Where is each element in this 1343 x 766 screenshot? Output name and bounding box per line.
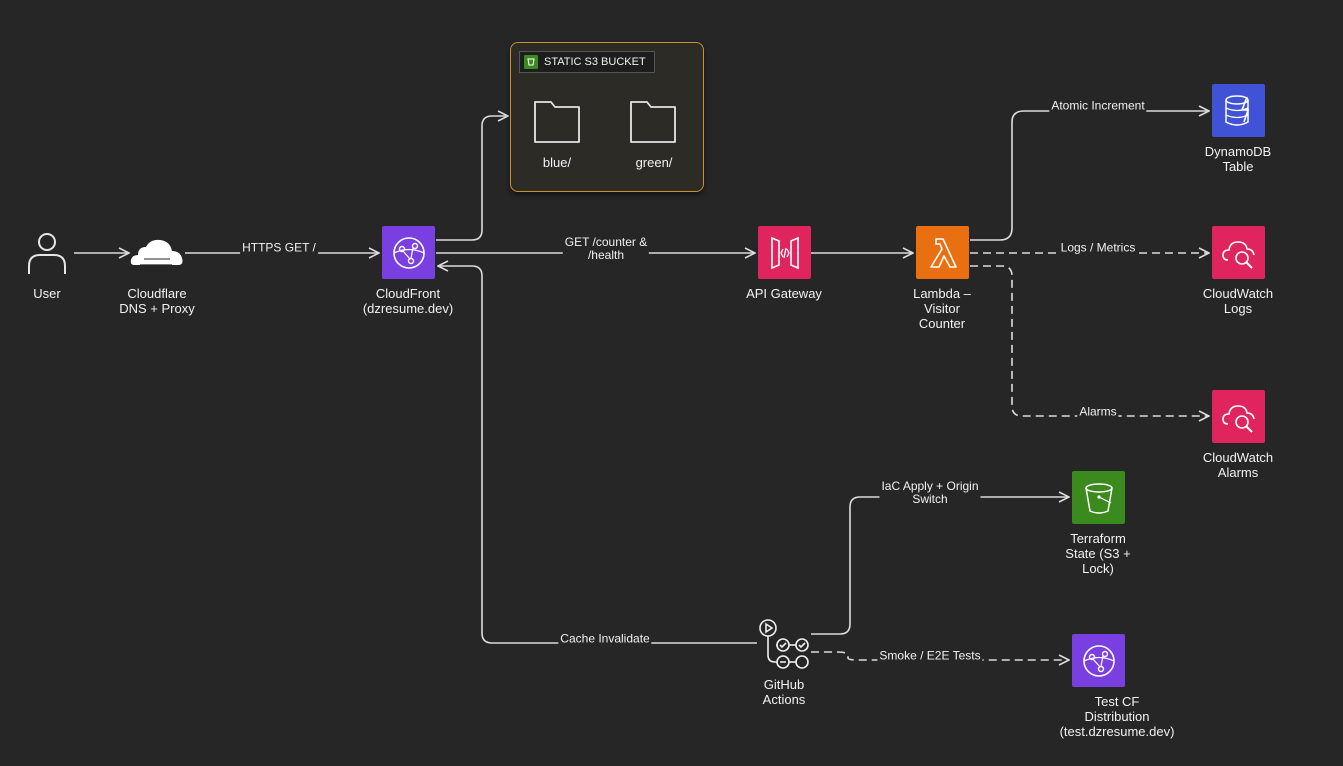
s3-bucket-icon xyxy=(1072,471,1125,524)
api-gateway-label: API Gateway xyxy=(746,286,822,301)
folder-label-blue: blue/ xyxy=(542,155,572,170)
lambda-label: Lambda – Visitor Counter xyxy=(913,286,971,331)
bucket-title: STATIC S3 BUCKET xyxy=(544,56,646,68)
github-actions-label: GitHub Actions xyxy=(762,677,806,707)
edge-cloudfront-bucket xyxy=(436,116,508,241)
folder-icon xyxy=(533,98,583,143)
dynamodb-icon xyxy=(1212,84,1265,137)
edge-github-cloudfront xyxy=(438,266,757,644)
cloudwatch-alarms-icon xyxy=(1212,390,1265,443)
edge-label-logs-metrics: Logs / Metrics xyxy=(1058,240,1138,255)
lambda-icon xyxy=(916,226,969,279)
edge-label-get-counter: GET /counter & /health xyxy=(562,235,650,262)
cloudwatch-logs-icon xyxy=(1212,226,1265,279)
cloudflare-icon xyxy=(128,237,186,269)
bucket-header: STATIC S3 BUCKET xyxy=(519,51,655,73)
edge-lambda-cwalarms xyxy=(970,265,1209,416)
api-gateway-icon xyxy=(758,226,811,279)
edge-label-smoke-tests: Smoke / E2E Tests xyxy=(877,648,983,663)
cloudfront-test-icon xyxy=(1072,634,1125,687)
cloudfront-icon xyxy=(382,226,435,279)
edge-label-https-get: HTTPS GET / xyxy=(240,240,318,255)
user-icon xyxy=(26,231,68,275)
edge-lambda-dynamodb xyxy=(970,111,1209,241)
edge-label-atomic-increment: Atomic Increment xyxy=(1049,98,1147,113)
edge-label-alarms: Alarms xyxy=(1077,404,1119,419)
terraform-state-label: Terraform State (S3 + Lock) xyxy=(1065,531,1131,576)
static-s3-bucket-group: STATIC S3 BUCKET xyxy=(510,42,704,192)
cloudfront-label: CloudFront (dzresume.dev) xyxy=(362,286,454,316)
edge-github-terraform xyxy=(811,497,1069,635)
cloudwatch-logs-label: CloudWatch Logs xyxy=(1202,286,1274,316)
dynamodb-label: DynamoDB Table xyxy=(1204,144,1272,174)
test-cf-label: Test CF Distribution (test.dzresume.dev) xyxy=(1059,694,1175,739)
user-label: User xyxy=(33,286,61,301)
s3-bucket-icon xyxy=(524,55,538,69)
edge-label-cache-invalidate: Cache Invalidate xyxy=(558,631,652,646)
cloudwatch-alarms-label: CloudWatch Alarms xyxy=(1202,450,1274,480)
cloudflare-label: Cloudflare DNS + Proxy xyxy=(119,286,195,316)
github-actions-icon xyxy=(757,617,813,673)
folder-label-green: green/ xyxy=(635,155,673,170)
folder-icon xyxy=(629,98,679,143)
edge-label-iac-apply: IaC Apply + Origin Switch xyxy=(879,479,981,506)
edge-github-testcf xyxy=(811,651,1069,660)
